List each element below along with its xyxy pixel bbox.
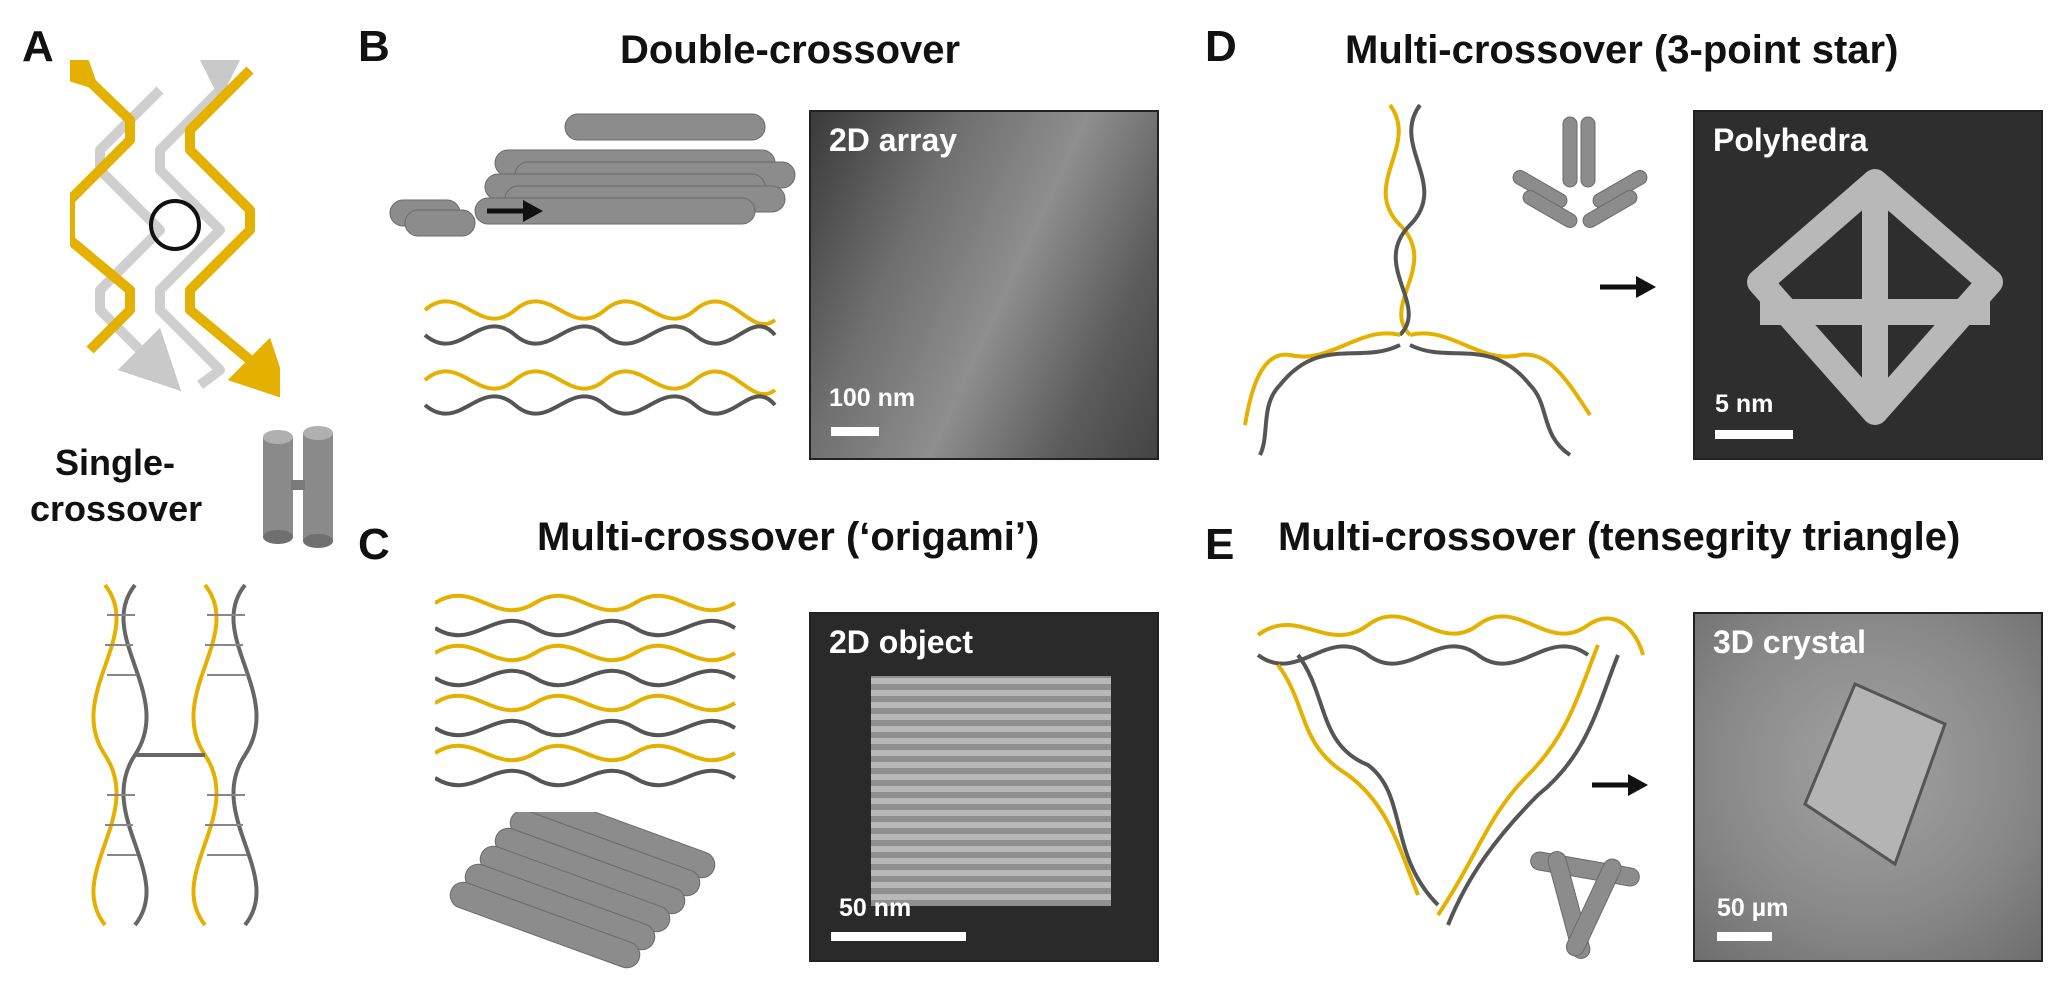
micrograph-label-2d-object: 2D object [829,624,974,660]
crossover-circle-icon [149,199,201,251]
tensegrity-cylinders [1530,851,1640,959]
scale-label-c: 50 nm [839,894,912,922]
dx-helix [423,299,777,416]
arrow-right-icon [1592,774,1648,796]
micrograph-label-3d-crystal: 3D crystal [1713,624,1866,660]
cylinder-icon [263,426,333,548]
panel-letter-b: B [358,22,390,71]
panel-e-title: Multi-crossover (tensegrity triangle) [1278,515,1961,559]
three-point-star-cylinders [1512,116,1648,228]
micrograph-2d-array: 2D array 100 nm [809,110,1159,460]
micrograph-polyhedra: Polyhedra 5 nm [1693,110,2043,460]
panel-c-title: Multi-crossover (‘origami’) [537,515,1040,559]
panel-a-label-line1: Single- [55,442,176,483]
panel-letter-a: A [22,22,54,71]
panel-a-label-line2: crossover [30,488,203,529]
panel-letter-e: E [1205,520,1235,569]
scale-bar-b [831,427,879,436]
micrograph-label-2d-array: 2D array [829,122,958,158]
scale-label-e: 50 µm [1717,894,1789,922]
micrograph-2d-object: 2D object 50 nm [809,612,1159,962]
panel-letter-c: C [358,520,390,569]
dx-cylinder-array [389,113,796,237]
origami-cylinders [449,812,716,969]
crossover-schematic [70,60,280,400]
panel-b-title: Double-crossover [620,28,961,72]
tensegrity-helix [1256,614,1645,926]
scale-label-b: 100 nm [829,384,916,412]
panel-d-title: Multi-crossover (3-point star) [1345,28,1899,72]
helix-icon [91,583,259,927]
panel-letter-d: D [1205,22,1237,71]
scale-bar-c [831,932,966,941]
origami-helix [435,593,737,788]
scale-bar-e [1717,932,1772,941]
micrograph-label-polyhedra: Polyhedra [1713,122,1868,158]
crystal-render [1803,682,1947,867]
three-point-star-helix [1243,103,1592,457]
polyhedron-render [1747,169,2003,425]
scale-bar-d [1715,430,1793,439]
scale-label-d: 5 nm [1715,390,1774,418]
micrograph-3d-crystal: 3D crystal 50 µm [1693,612,2043,962]
arrow-right-icon [1600,276,1656,298]
arrow-right-icon [487,200,543,222]
origami-square [871,676,1111,906]
